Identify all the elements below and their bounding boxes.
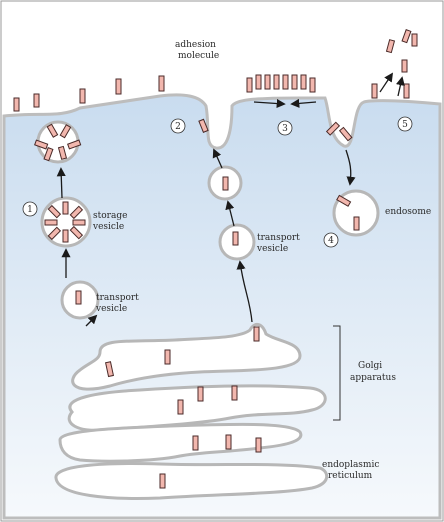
golgi-label-line1: Golgi: [358, 361, 382, 371]
golgi-bracket: [333, 325, 341, 421]
storage-vesicle-top: [36, 120, 80, 164]
step-1-label: 1: [27, 205, 33, 215]
step-markers: 1 2 3 4 5: [22, 116, 413, 248]
er-label-line2: reticulum: [328, 471, 373, 481]
er-label-line1: endoplasmic: [322, 460, 379, 470]
adhesion-label-line1: adhesion: [175, 40, 216, 50]
transport-mid-label-line1: transport: [257, 233, 300, 243]
endosome-label: endosome: [385, 207, 431, 217]
storage-label-line1: storage: [93, 211, 127, 221]
transport-left-label-line2: vesicle: [95, 304, 127, 314]
step-5-label: 5: [402, 120, 408, 130]
adhesion-molecules: [13, 29, 418, 489]
adhesion-label-line2: molecule: [178, 51, 219, 61]
pathway-arrows: [56, 72, 405, 327]
golgi-label-line2: apparatus: [350, 373, 396, 383]
transport-mid-label-line2: vesicle: [256, 244, 288, 254]
step-4-label: 4: [328, 236, 334, 246]
endoplasmic-reticulum-lower: [54, 462, 329, 500]
endoplasmic-reticulum: [58, 422, 303, 463]
step-3-label: 3: [282, 124, 288, 134]
storage-label-line2: vesicle: [92, 222, 124, 232]
transport-left-label-line1: transport: [96, 293, 139, 303]
golgi-cisterna-1: [71, 323, 302, 391]
step-2-label: 2: [175, 122, 181, 132]
